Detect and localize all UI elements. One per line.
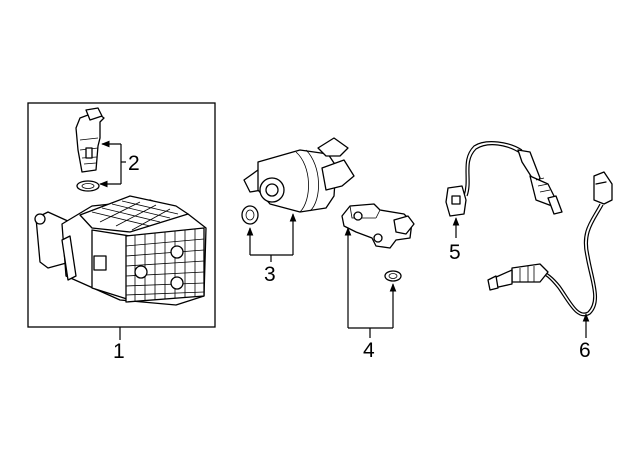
sensor-o-ring <box>384 270 402 282</box>
callout-1: 1 <box>113 340 125 363</box>
solenoid-o-ring <box>76 180 100 192</box>
vent-valve-o-ring <box>241 205 259 225</box>
vapor-canister-group <box>27 102 216 328</box>
leader-line-3 <box>246 213 297 262</box>
pressure-sensor <box>341 203 415 249</box>
vent-valve <box>243 137 355 213</box>
vapor-canister <box>34 195 207 306</box>
callout-6: 6 <box>579 339 591 362</box>
callout-2: 2 <box>128 152 140 175</box>
leader-line-4 <box>344 227 397 338</box>
callout-3: 3 <box>264 263 276 286</box>
downstream-oxygen-sensor <box>487 171 613 317</box>
purge-solenoid <box>75 107 105 173</box>
callout-5: 5 <box>449 241 461 264</box>
upstream-oxygen-sensor <box>445 141 563 217</box>
callout-4: 4 <box>363 339 375 362</box>
canister-inset-box <box>27 102 216 328</box>
leader-line-2 <box>99 140 126 188</box>
